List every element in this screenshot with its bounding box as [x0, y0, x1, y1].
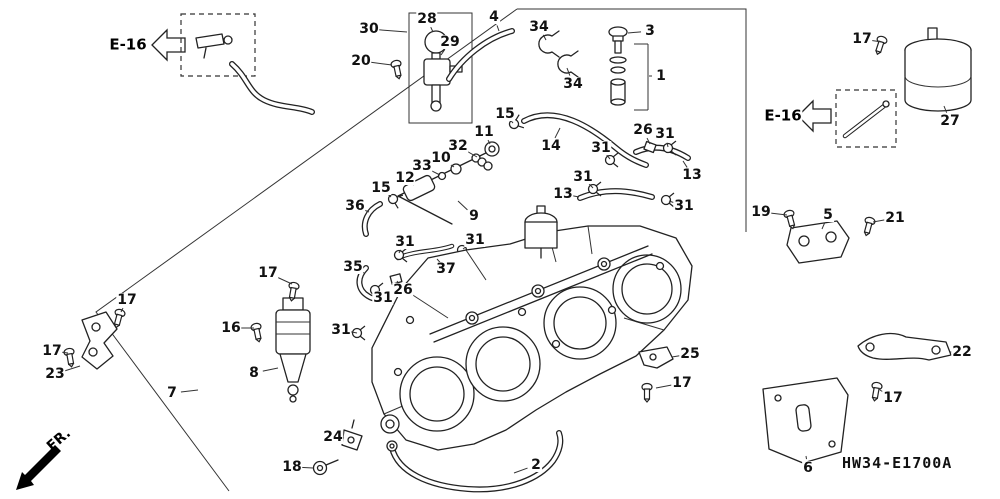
fuel-pipe-9-assembly-drawing: [361, 141, 500, 237]
leader-line: [671, 354, 682, 358]
e16-reference-right: [797, 89, 897, 148]
leader-line: [496, 25, 500, 32]
solenoid-valve-8-drawing: [249, 281, 311, 403]
leader-line: [805, 455, 808, 460]
leader-line: [430, 26, 434, 33]
bolt-washer-set-1-drawing: [608, 26, 649, 111]
leader-line: [943, 105, 948, 113]
hose-14-drawing: [506, 112, 649, 168]
e16-arrow-icon: [797, 99, 832, 133]
leader-line: [275, 276, 293, 285]
leader-line: [429, 169, 441, 176]
leader-line: [300, 466, 314, 469]
leader-line: [627, 31, 642, 34]
canister-27-drawing: [872, 27, 972, 112]
leader-line: [369, 61, 393, 66]
leader-line: [554, 127, 561, 139]
leader-line: [457, 200, 468, 211]
bracket-23-drawing: [62, 307, 127, 370]
plate-6-drawing: [762, 377, 849, 464]
hoses-13-drawing: [577, 140, 691, 208]
leader-line: [510, 120, 514, 124]
bracket-25-drawing: [638, 346, 674, 403]
clamps-34-drawing: [538, 30, 579, 78]
sensor-18-drawing: [312, 459, 339, 476]
hose-4-drawing: [446, 28, 515, 82]
leader-line: [436, 258, 441, 263]
leader-line: [398, 249, 402, 254]
leader-line: [655, 384, 674, 389]
bracket-22-drawing: [857, 332, 952, 403]
leader-line: [396, 280, 399, 283]
leader-line: [870, 39, 883, 43]
e16-arrow-icon: [151, 28, 186, 62]
leader-line: [666, 142, 669, 148]
leader-line: [180, 389, 199, 393]
leader-line: [120, 307, 124, 313]
leader-line: [821, 223, 825, 230]
leader-line: [262, 367, 279, 372]
leader-line: [588, 183, 594, 189]
bracket-5-drawing: [782, 208, 877, 264]
leader-line: [566, 67, 571, 76]
leader-line: [63, 365, 81, 372]
leader-line: [879, 389, 886, 394]
leader-line: [440, 49, 446, 56]
hose-38-drawing: [229, 61, 315, 115]
leader-line: [513, 467, 528, 474]
leader-line: [377, 29, 408, 33]
e16-reference-topleft: [151, 13, 256, 77]
throttle-body-drawing: [371, 225, 693, 451]
lever-24-drawing: [341, 419, 363, 451]
leader-line: [872, 219, 887, 223]
cable-2-drawing: [386, 430, 564, 493]
leader-line: [682, 160, 688, 168]
fr-direction-arrow-icon: [16, 445, 61, 490]
leader-line: [542, 34, 547, 41]
leader-line: [487, 139, 491, 145]
leader-line: [769, 212, 788, 216]
leader-lines: [60, 25, 953, 474]
leader-line: [606, 154, 611, 160]
diagram-part-code: HW34-E1700A: [842, 454, 953, 472]
leader-line: [646, 137, 651, 145]
frame-lines: [95, 8, 747, 492]
vacuum-chamber-drawing: [524, 205, 558, 259]
